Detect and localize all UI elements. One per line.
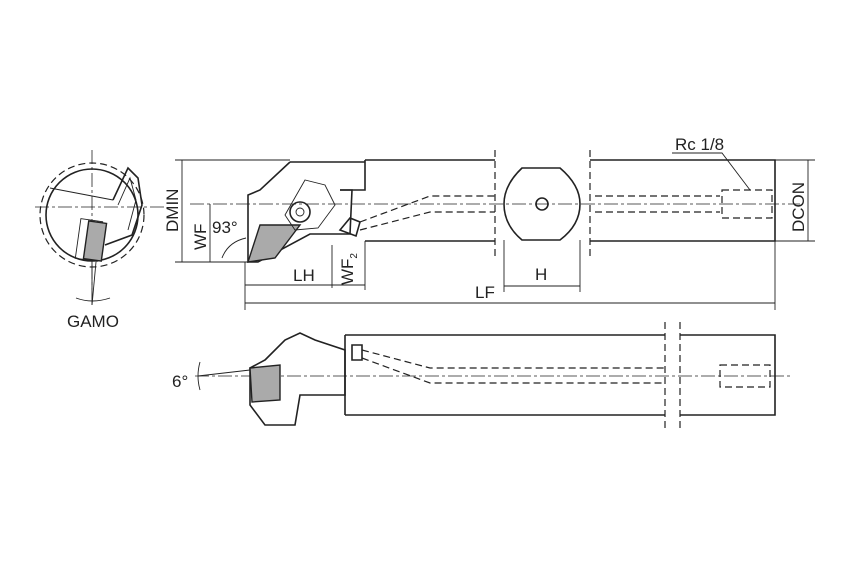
top-view: H DMIN WF 93° LH WF2 LF DCON Rc 1/8 [163, 135, 815, 310]
thread-label: Rc 1/8 [675, 135, 724, 154]
lf-label: LF [475, 283, 495, 302]
wf2-label: WF2 [338, 253, 360, 285]
gamo-label: GAMO [67, 312, 119, 331]
lh-label: LH [293, 266, 315, 285]
inclination-angle-label: 6° [172, 372, 188, 391]
side-view: 6° [172, 322, 790, 432]
end-view: GAMO [35, 150, 165, 331]
wf-label: WF [191, 224, 210, 250]
dmin-label: DMIN [163, 189, 182, 232]
h-label: H [535, 265, 547, 284]
lead-angle-label: 93° [212, 218, 238, 237]
dcon-label: DCON [789, 182, 808, 232]
